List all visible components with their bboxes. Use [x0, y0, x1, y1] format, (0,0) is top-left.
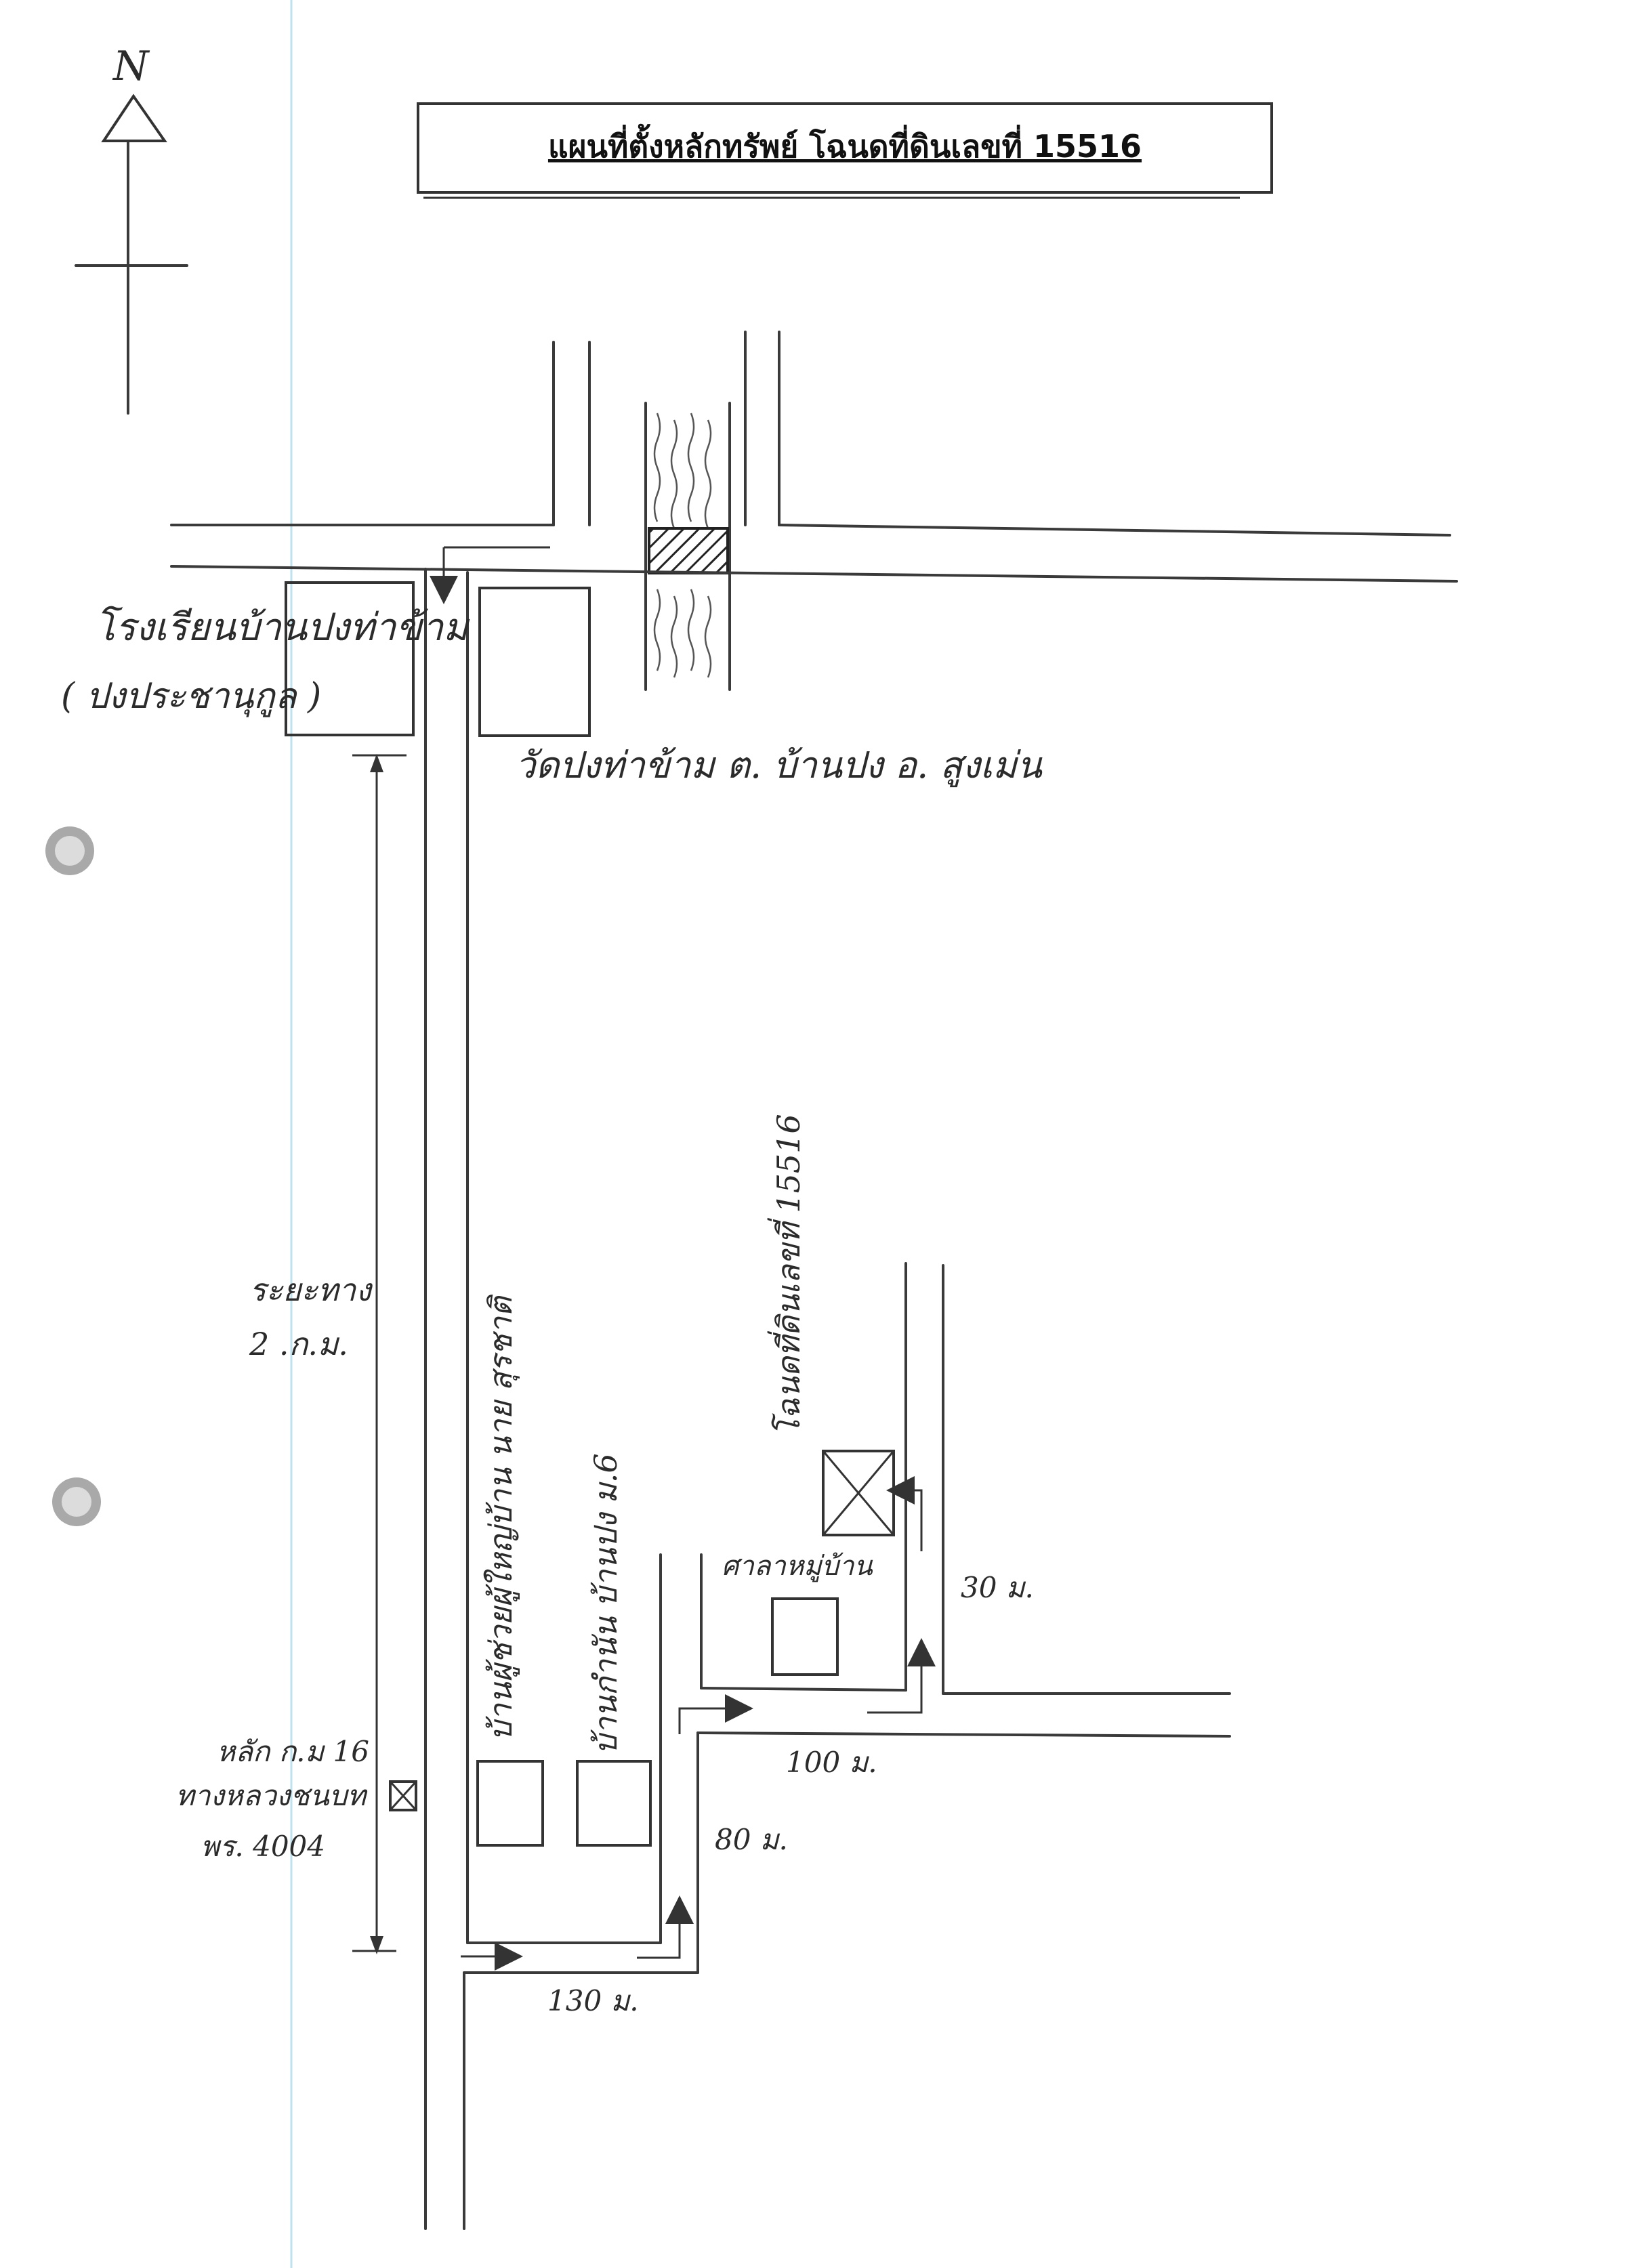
temple-building-icon — [478, 587, 591, 737]
school-label-1: โรงเรียนบ้านปงท่าข้าม — [95, 606, 470, 650]
distance-label-1: ระยะทาง — [249, 1272, 373, 1308]
km-post-label-3: พร. 4004 — [201, 1830, 325, 1863]
property-location-icon — [822, 1450, 895, 1536]
village-hall-label: ศาลาหมู่บ้าน — [722, 1551, 873, 1582]
kamnan-house-label: บ้านกำนัน บ้านปง ม.6 — [587, 1453, 624, 1755]
distance-label-2: 2 .ก.ม. — [249, 1326, 348, 1362]
assistant-headman-house-label: บ้านผู้ช่วยผู้ใหญ่บ้าน นาย สุรชาติ — [482, 1294, 520, 1741]
school-label-2: ( ปงประชานุกูล ) — [61, 676, 321, 717]
km-post-marker-icon — [389, 1780, 417, 1811]
deed-vertical-label: โฉนดที่ดินเลขที่ 15516 — [767, 1114, 807, 1436]
temple-label: วัดปงท่าข้าม ต. บ้านปง อ. สูงเม่น — [515, 744, 1043, 788]
bridge-icon — [648, 527, 729, 574]
school-building-icon — [285, 581, 415, 736]
compass-label: N — [112, 43, 150, 90]
kamnan-house-icon — [576, 1760, 652, 1847]
km-post-label-1: หลัก ก.ม 16 — [217, 1735, 369, 1768]
assistant-headman-house-icon — [476, 1760, 544, 1847]
canal-water-icon — [653, 413, 712, 678]
distance-30m: 30 ม. — [961, 1571, 1034, 1604]
km-post-label-2: ทางหลวงชนบท — [175, 1779, 368, 1812]
distance-80m: 80 ม. — [715, 1823, 788, 1856]
distance-130m: 130 ม. — [547, 1984, 639, 2017]
village-hall-icon — [771, 1597, 839, 1676]
north-arrow-icon — [75, 93, 188, 415]
distance-100m: 100 ม. — [786, 1746, 877, 1779]
map-title: แผนที่ตั้งหลักทรัพย์ โฉนดที่ดินเลขที่ 15… — [548, 123, 1142, 165]
title-box — [417, 102, 1273, 194]
